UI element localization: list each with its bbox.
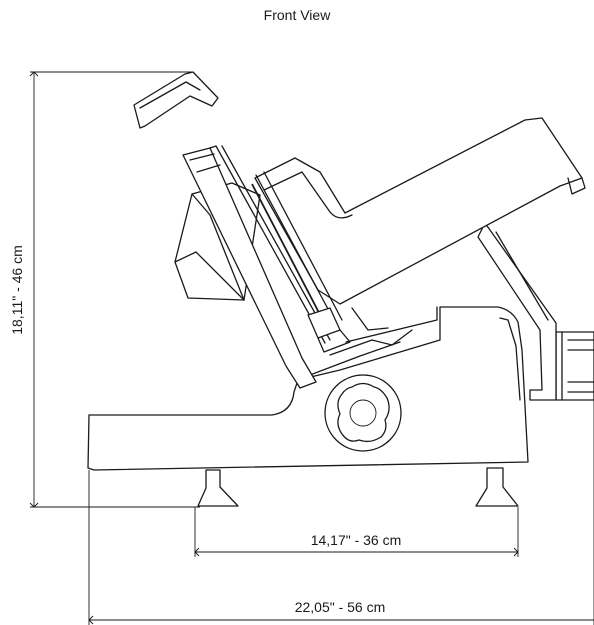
motor-housing [254, 117, 583, 305]
right-foot [475, 467, 519, 507]
total-length-label: 22,05" - 56 cm [295, 599, 386, 615]
diagram-title: Front View [264, 7, 332, 23]
machine-base [87, 306, 529, 471]
feet-spacing-dimension: 14,17" - 36 cm [194, 507, 519, 557]
slicer-machine [87, 71, 594, 507]
height-dimension-label: 18,11" - 46 cm [9, 245, 25, 335]
total-length-dimension: 22,05" - 56 cm [88, 400, 594, 625]
carriage-stub [555, 331, 594, 401]
height-dimension: 18,11" - 46 cm [9, 71, 200, 508]
feet-spacing-label: 14,17" - 36 cm [311, 532, 402, 548]
adjustment-knob [324, 374, 402, 452]
top-handle [133, 71, 219, 129]
left-foot [197, 469, 239, 507]
